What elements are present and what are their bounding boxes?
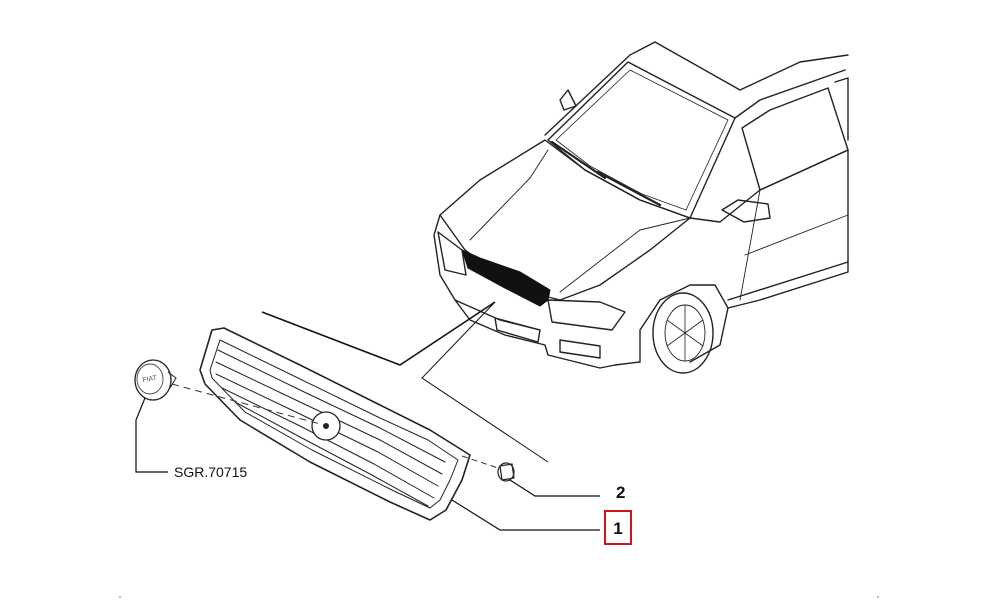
ref-code-label: SGR.70715 [174,464,247,480]
car-front-bumper [454,299,616,369]
grille-slats [215,349,446,507]
front-grille-part [199,327,471,521]
car-side-mirror [721,199,771,223]
emblem-assembly-line [171,383,321,425]
car-grille-highlight [461,249,551,307]
clip-assembly-line [461,455,499,469]
leader-emblem [135,397,168,473]
leader-lines [261,301,549,463]
car-left-mirror [559,89,577,111]
part-2-label: 2 [616,483,625,502]
grille-outer-frame [199,327,471,521]
emblem-logo-text: FIAT [142,375,158,385]
car-right-headlight [547,299,626,331]
callout-leaders [135,397,600,531]
crop-marks [119,596,879,598]
car-wheel-spokes [666,304,704,362]
car-roof-line [544,41,849,136]
car-right-fender [614,284,729,366]
leader-grille [451,499,600,531]
car-hood-crease-2 [559,217,691,293]
fiat-emblem-badge: FIAT [134,359,177,401]
leader-car-to-grille [261,301,496,366]
car-fog-light [559,339,601,359]
part-1-highlight-box [604,510,632,545]
car-hood [439,139,691,301]
car-side-window-front [741,87,849,191]
grille-clip [497,462,515,482]
car-side-window-rear [834,77,849,141]
car-illustration [433,41,849,374]
car-wiper-left [550,140,607,180]
car-hood-crease [469,149,549,241]
car-windshield-inner [555,69,729,211]
car-front-wheel [652,292,714,374]
car-door-line [744,214,849,256]
grille-emblem-hole [323,423,329,429]
car-body-side [689,149,849,309]
car-a-pillar [734,69,846,119]
car-lower-intake [494,317,541,343]
part-1-label: 1 [613,519,622,538]
leader-car-to-pin [421,301,549,463]
leader-clip [509,479,600,497]
car-door-seam [739,189,761,301]
grille-inner-frame [209,339,459,509]
car-side-sill [727,261,849,301]
car-left-headlight [437,231,467,276]
car-wiper-right [596,170,662,207]
